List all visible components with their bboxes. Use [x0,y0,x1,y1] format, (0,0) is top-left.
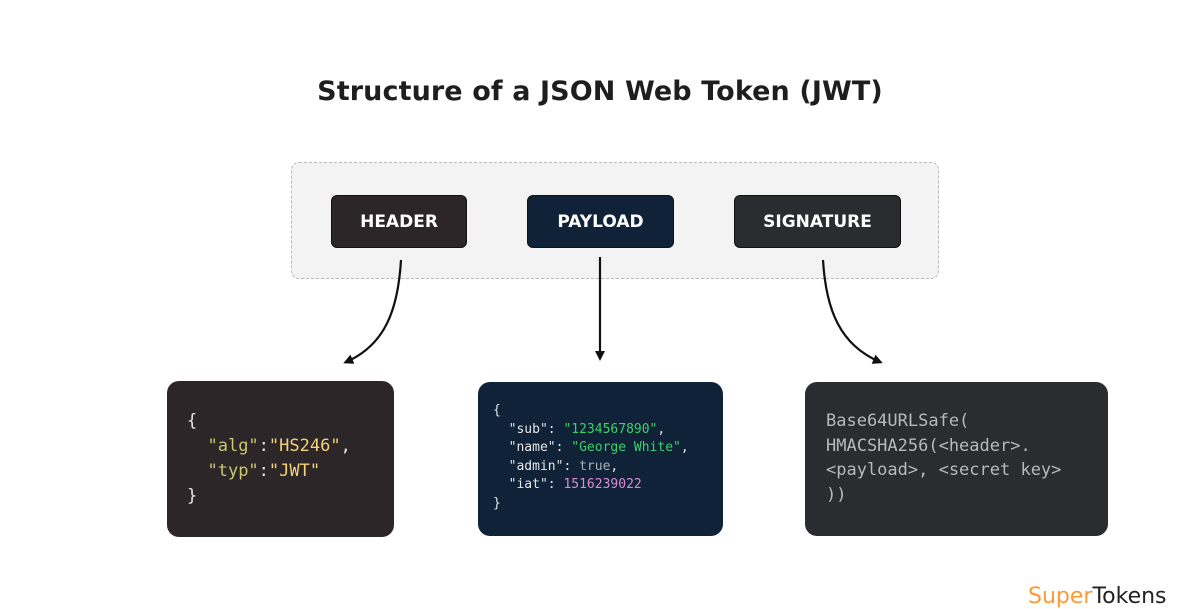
typ-value: "JWT" [268,461,321,481]
header-json-close: } [187,486,198,506]
iat-key: "iat" [508,477,548,492]
admin-value: true [579,458,611,474]
sub-key: "sub" [508,421,548,437]
iat-value: 1516239022 [563,477,642,492]
admin-key: "admin" [508,458,564,474]
signature-line-3: <payload>, <secret key> [826,460,1062,480]
header-json-box: { "alg":"HS246", "typ":"JWT"} [167,381,394,537]
alg-value: "HS246" [268,436,341,456]
supertokens-logo: SuperTokens [1028,584,1167,609]
signature-line-1: Base64URLSafe( [826,411,970,431]
header-json-alg-line: "alg":"HS246", [207,436,351,456]
typ-key: "typ" [207,461,259,481]
signature-part-label: SIGNATURE [734,195,901,248]
payload-part-label: PAYLOAD [527,195,674,248]
header-part-label: HEADER [331,195,467,248]
name-value: "George White" [571,440,681,455]
signature-formula-box: Base64URLSafe( HMACSHA256(<header>. <paylo… [805,382,1108,536]
header-json-typ-line: "typ":"JWT" [207,461,321,481]
signature-line-2: HMACSHA256(<header>. [826,435,1031,456]
payload-json-box: { "sub": "1234567890", "name": "George W… [478,382,723,536]
signature-arrow [821,259,883,364]
header-json-open: { [187,411,198,431]
brand-part-1: Super [1028,584,1093,609]
payload-sub-line: "sub": "1234567890", [508,421,666,437]
diagram-title: Structure of a JSON Web Token (JWT) [317,76,883,107]
payload-admin-line: "admin": true, [508,458,619,474]
brand-part-2: Tokens [1092,584,1167,609]
name-key: "name" [508,440,556,455]
alg-key: "alg" [207,436,259,456]
payload-json-open: { [493,403,501,418]
payload-iat-line: "iat": 1516239022 [508,477,642,492]
sub-value: "1234567890" [563,421,658,437]
signature-line-4: )) [826,484,847,505]
header-arrow [343,259,403,364]
payload-name-line: "name": "George White", [508,440,689,455]
payload-json-close: } [493,495,501,511]
